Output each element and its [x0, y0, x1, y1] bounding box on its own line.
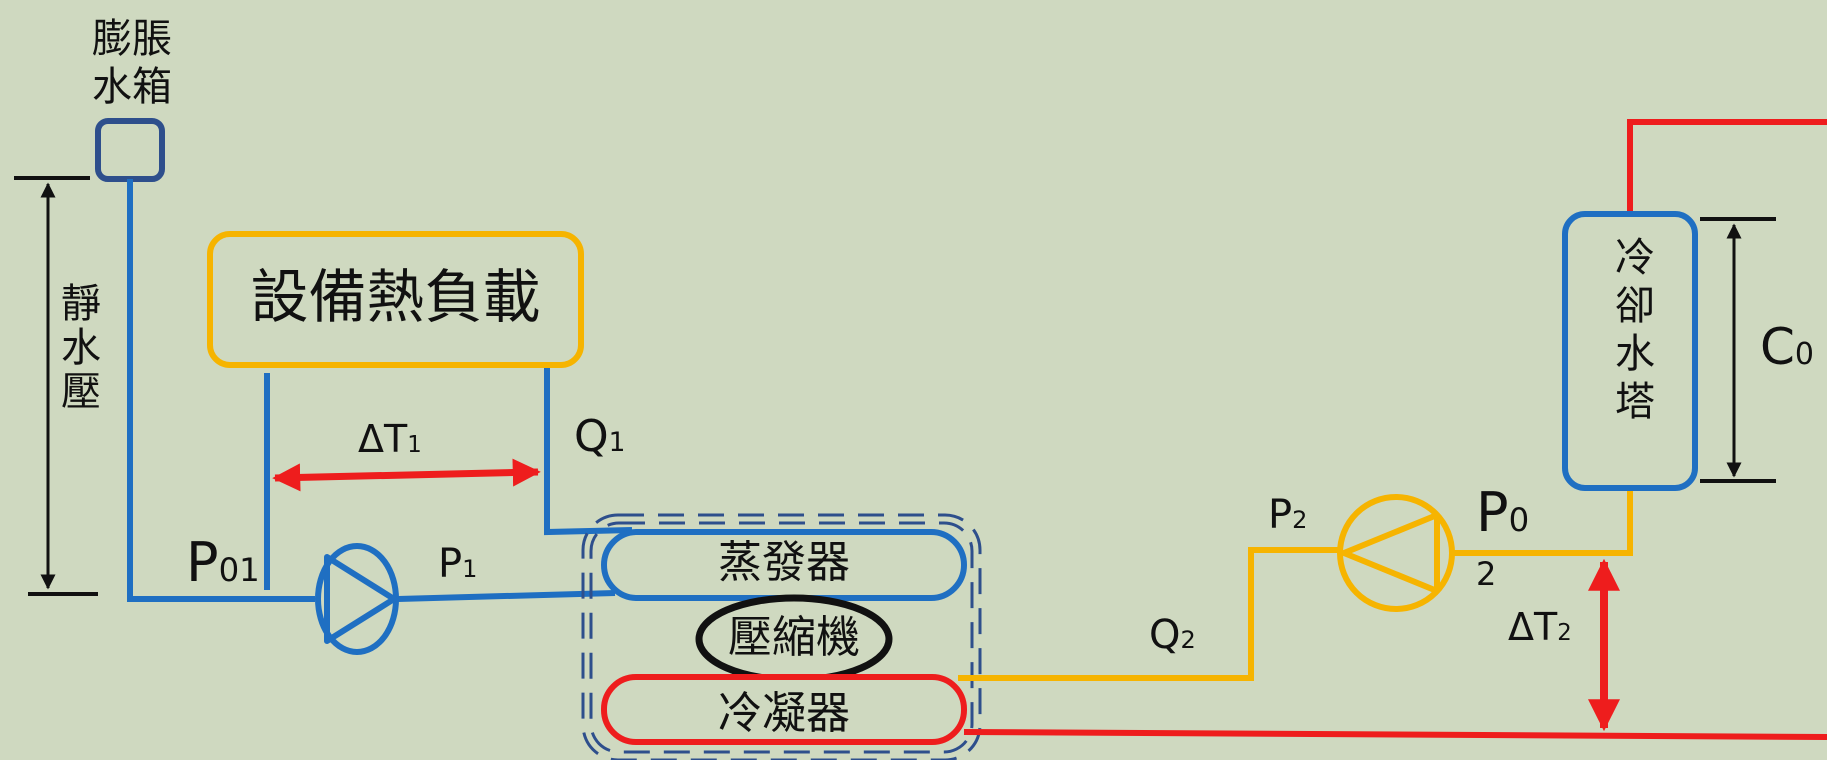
p1-label: P1	[438, 541, 478, 587]
condenser-label: 冷凝器	[718, 688, 850, 739]
chiller-enclosure	[581, 513, 982, 760]
chilled-water-pump	[315, 543, 399, 655]
c0-label: C0	[1760, 318, 1815, 376]
expansion-tank-label: 膨脹水箱	[92, 16, 172, 110]
cooling-water-supply-pipe	[958, 489, 1633, 681]
q2-label: Q2	[1149, 612, 1196, 658]
evaporator-label: 蒸發器	[718, 537, 850, 588]
heat-load-box	[207, 231, 584, 368]
chilled-water-pipe	[127, 179, 633, 602]
cooling-water-return-pipe	[963, 119, 1827, 740]
heat-load-label: 設備熱負載	[250, 263, 541, 331]
p2-label: P2	[1268, 492, 1308, 538]
cooling-tower	[1562, 211, 1698, 491]
cooling-water-pump	[1337, 494, 1455, 612]
p02-label: P0	[1476, 481, 1530, 544]
cooling-tower-label: 冷卻水塔	[1608, 236, 1654, 428]
static-pressure-dimension	[14, 176, 98, 596]
c0-dimension	[1700, 217, 1776, 483]
compressor-label: 壓縮機	[728, 612, 860, 663]
delta-t1-label: ΔT1	[358, 417, 422, 461]
p02-sub2-label: 2	[1476, 555, 1497, 593]
p01-label: P01	[186, 531, 260, 594]
delta-t1-arrow	[272, 458, 541, 492]
expansion-tank	[95, 118, 165, 182]
static-pressure-label: 靜水壓	[52, 282, 102, 414]
condenser	[601, 674, 967, 745]
q1-label: Q1	[574, 411, 626, 462]
delta-t2-label: ΔT2	[1508, 605, 1572, 649]
